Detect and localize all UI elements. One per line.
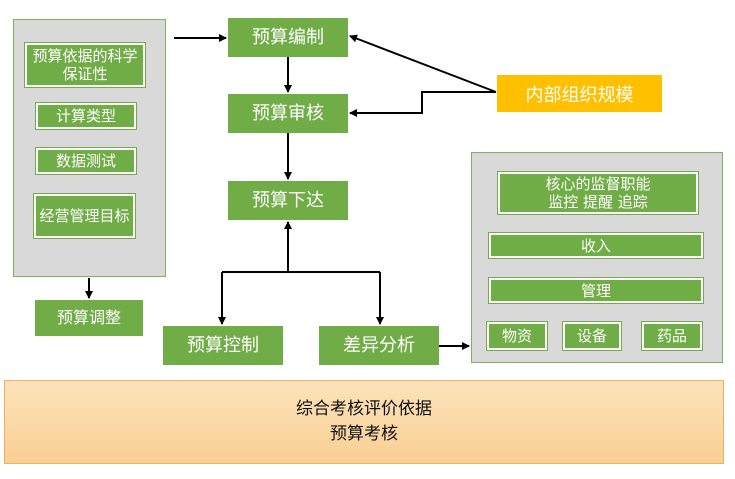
left-item-business-goal[interactable]: 经营管理目标 xyxy=(33,193,136,239)
internal-scale-label: 内部组织规模 xyxy=(525,84,634,106)
management-box[interactable]: 管理 xyxy=(488,277,704,304)
left-item-label: 计算类型 xyxy=(55,107,116,125)
budget-compile-label: 预算编制 xyxy=(252,26,324,48)
arrow-scale-to-compile xyxy=(349,34,497,93)
left-item-data-test[interactable]: 数据测试 xyxy=(35,147,137,175)
left-item-label: 数据测试 xyxy=(55,152,116,170)
budget-adjust-label: 预算调整 xyxy=(56,308,121,328)
medicine-box[interactable]: 药品 xyxy=(641,321,703,351)
equipment-box[interactable]: 设备 xyxy=(562,321,622,351)
income-box[interactable]: 收入 xyxy=(488,232,704,259)
variance-analysis-label: 差异分析 xyxy=(343,334,415,356)
assessment-footer: 综合考核评价依据 预算考核 xyxy=(4,380,724,464)
materials-label: 物资 xyxy=(501,327,532,345)
internal-scale-box[interactable]: 内部组织规模 xyxy=(497,75,662,112)
left-item-scientific-basis[interactable]: 预算依据的科学保证性 xyxy=(24,42,146,88)
budget-review-label: 预算审核 xyxy=(252,102,324,124)
materials-box[interactable]: 物资 xyxy=(486,321,548,351)
management-label: 管理 xyxy=(580,281,611,300)
arrow-scale-to-review xyxy=(349,91,496,117)
core-function-line2: 监控 提醒 追踪 xyxy=(548,193,648,211)
medicine-label: 药品 xyxy=(656,327,687,345)
left-item-label: 经营管理目标 xyxy=(39,207,130,225)
left-item-label: 预算依据的科学保证性 xyxy=(32,47,138,83)
footer-line2: 预算考核 xyxy=(330,424,398,444)
income-label: 收入 xyxy=(580,236,611,255)
core-function-box[interactable]: 核心的监督职能 监控 提醒 追踪 xyxy=(497,171,699,215)
core-function-line1: 核心的监督职能 xyxy=(545,175,651,193)
budget-issue-box[interactable]: 预算下达 xyxy=(228,181,348,220)
budget-control-box[interactable]: 预算控制 xyxy=(163,326,283,365)
equipment-label: 设备 xyxy=(576,327,607,345)
budget-control-label: 预算控制 xyxy=(187,334,259,356)
footer-line1: 综合考核评价依据 xyxy=(296,398,432,419)
budget-compile-box[interactable]: 预算编制 xyxy=(228,18,348,57)
budget-issue-label: 预算下达 xyxy=(252,189,324,211)
left-item-calc-type[interactable]: 计算类型 xyxy=(35,102,137,130)
budget-adjust-box[interactable]: 预算调整 xyxy=(35,300,143,336)
budget-review-box[interactable]: 预算审核 xyxy=(228,94,348,133)
variance-analysis-box[interactable]: 差异分析 xyxy=(319,326,439,365)
